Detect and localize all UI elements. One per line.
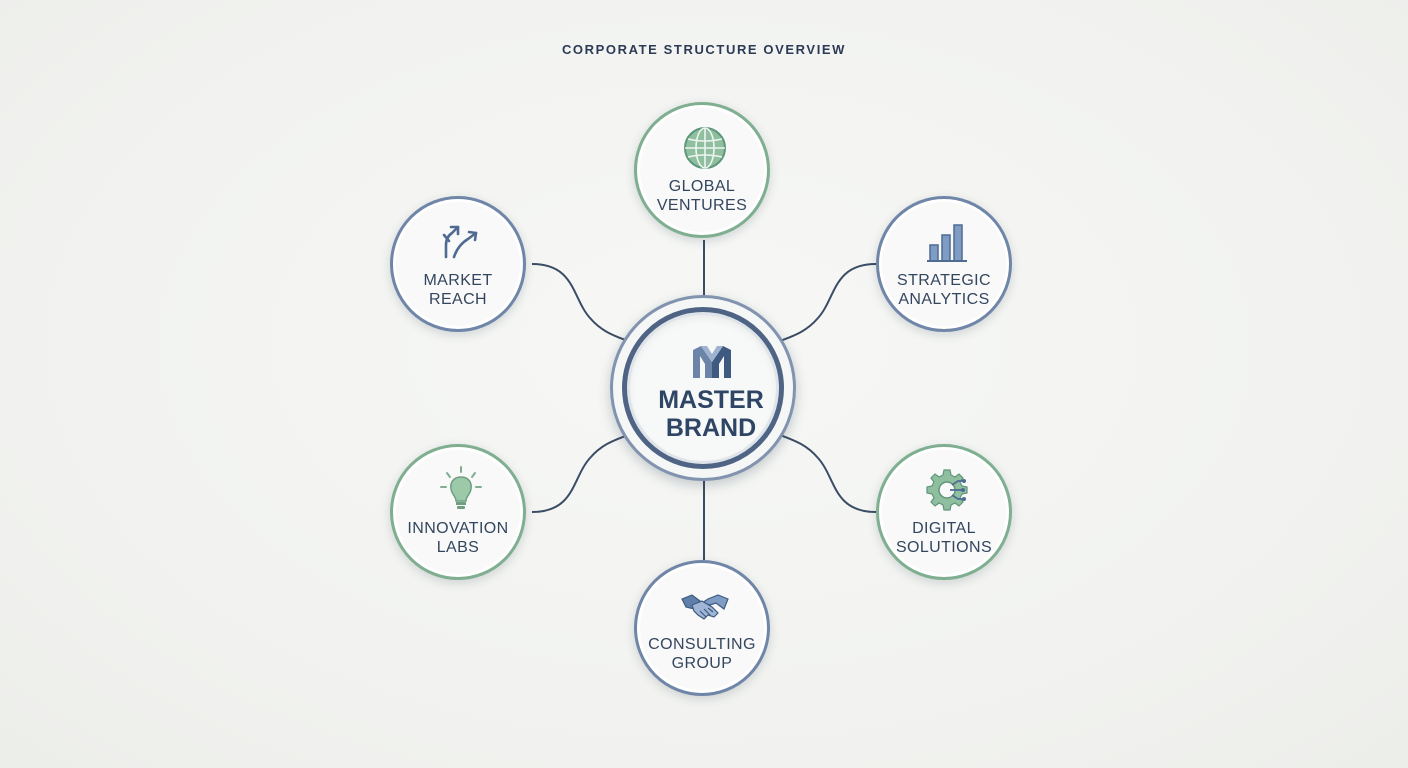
m-logo-icon <box>693 346 731 378</box>
bar-chart-icon <box>927 224 967 262</box>
arrows-up-icon <box>442 225 478 259</box>
connector-digital <box>779 434 877 513</box>
lightbulb-icon <box>440 466 482 509</box>
connector-market <box>531 263 629 342</box>
diagram-title: CORPORATE STRUCTURE OVERVIEW <box>561 42 847 57</box>
connector-strategic <box>779 263 877 342</box>
connector-innovation <box>531 434 629 513</box>
globe-icon <box>684 127 726 169</box>
handshake-icon <box>681 594 729 620</box>
gear-circuit-icon <box>926 469 968 511</box>
